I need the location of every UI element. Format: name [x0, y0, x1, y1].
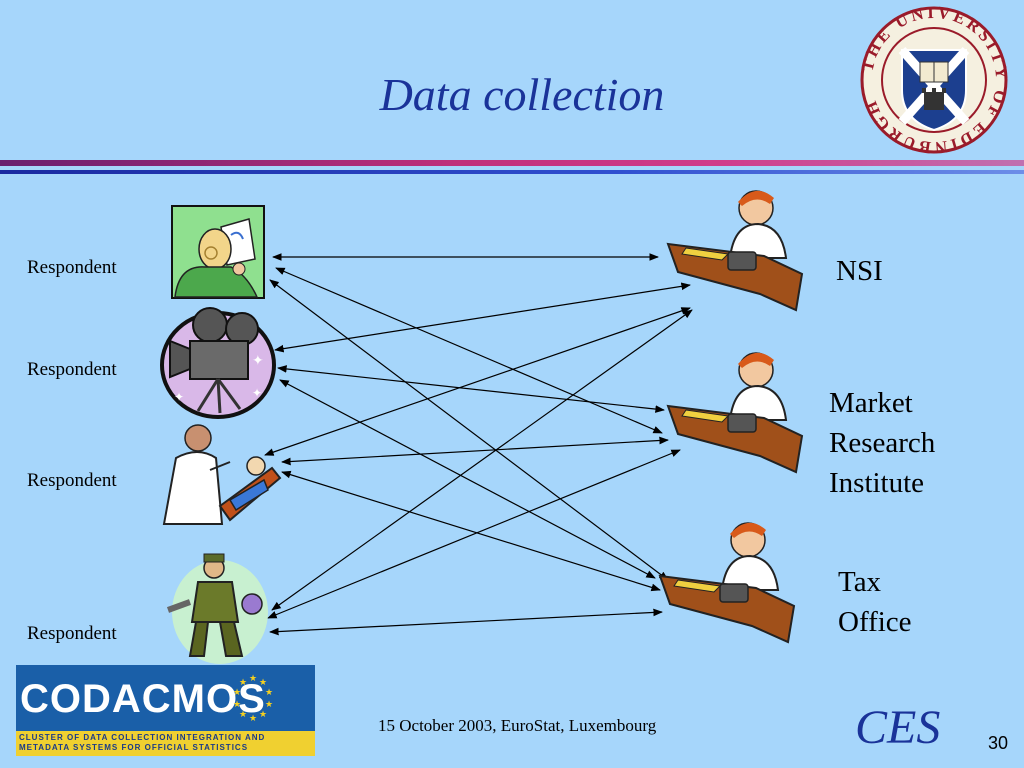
- respondent-label-4: Respondent: [27, 623, 117, 644]
- respondent-label-3: Respondent: [27, 470, 117, 491]
- arrow-r4-market: [267, 449, 681, 619]
- svg-text:★: ★: [239, 677, 247, 687]
- arrow-r1-tax: [269, 279, 669, 581]
- arrow-r2-tax: [279, 379, 656, 579]
- market-research-clerk-clipart: [666, 352, 804, 474]
- ces-label: CES: [855, 701, 941, 754]
- respondent-mechanic-clipart: [166, 553, 268, 664]
- title-divider-blue: [0, 170, 1024, 174]
- svg-text:★: ★: [233, 687, 241, 697]
- org-nsi-line-1: NSI: [836, 255, 883, 287]
- nsi-clerk-clipart: [666, 190, 804, 312]
- respondent-camera-clipart: ✦ ✦ ✦: [160, 307, 276, 419]
- svg-text:✦: ✦: [252, 386, 262, 400]
- codacmos-logo: CODACMOS ★★★★ ★★★★ ★★ CLUSTER OF DATA CO…: [16, 665, 315, 756]
- page-number: 30: [988, 733, 1009, 753]
- org-tax-line-1: Tax: [838, 566, 882, 598]
- org-label-market-research: Market Research Institute: [829, 383, 935, 503]
- org-market-line-2: Research: [829, 427, 936, 459]
- arrow-r3-nsi: [264, 307, 691, 456]
- arrow-r4-tax: [269, 608, 663, 636]
- svg-text:★: ★: [265, 699, 273, 709]
- footer-date: 15 October 2003, EuroStat, Luxembourg: [378, 716, 657, 735]
- respondent-drawing-clipart: [171, 205, 265, 299]
- svg-text:★: ★: [259, 677, 267, 687]
- svg-text:★: ★: [233, 699, 241, 709]
- slide-title: Data collection: [379, 69, 665, 120]
- org-label-tax-office: Tax Office: [838, 562, 912, 642]
- respondent-label-1: Respondent: [27, 257, 117, 278]
- svg-text:★: ★: [249, 673, 257, 683]
- codacmos-wordmark: CODACMOS: [20, 677, 266, 721]
- eu-stars-icon: ★★★★ ★★★★ ★★: [233, 673, 273, 723]
- svg-text:★: ★: [249, 713, 257, 723]
- respondent-dentist-clipart: [162, 424, 282, 525]
- svg-text:★: ★: [265, 687, 273, 697]
- codacmos-tagline-2: METADATA SYSTEMS FOR OFFICIAL STATISTICS: [19, 743, 249, 752]
- tax-office-clerk-clipart: [658, 522, 796, 644]
- org-market-line-3: Institute: [829, 467, 925, 499]
- respondent-label-2: Respondent: [27, 359, 117, 380]
- codacmos-tagline-1: CLUSTER OF DATA COLLECTION INTEGRATION A…: [19, 733, 266, 742]
- university-seal-logo: THE UNIVERSITY OF EDINBURGH: [858, 3, 1008, 158]
- org-tax-line-2: Office: [838, 606, 912, 638]
- org-label-nsi: NSI: [836, 251, 883, 291]
- svg-text:★: ★: [259, 709, 267, 719]
- arrow-r3-market: [281, 436, 669, 466]
- svg-text:✦: ✦: [174, 390, 184, 404]
- codacmos-tagline: CLUSTER OF DATA COLLECTION INTEGRATION A…: [16, 731, 315, 756]
- arrow-r4-nsi: [271, 309, 693, 611]
- org-market-line-1: Market: [829, 387, 913, 419]
- arrow-r2-market: [277, 365, 665, 413]
- svg-text:✦: ✦: [252, 354, 264, 369]
- title-divider-magenta: [0, 160, 1024, 166]
- svg-text:★: ★: [239, 709, 247, 719]
